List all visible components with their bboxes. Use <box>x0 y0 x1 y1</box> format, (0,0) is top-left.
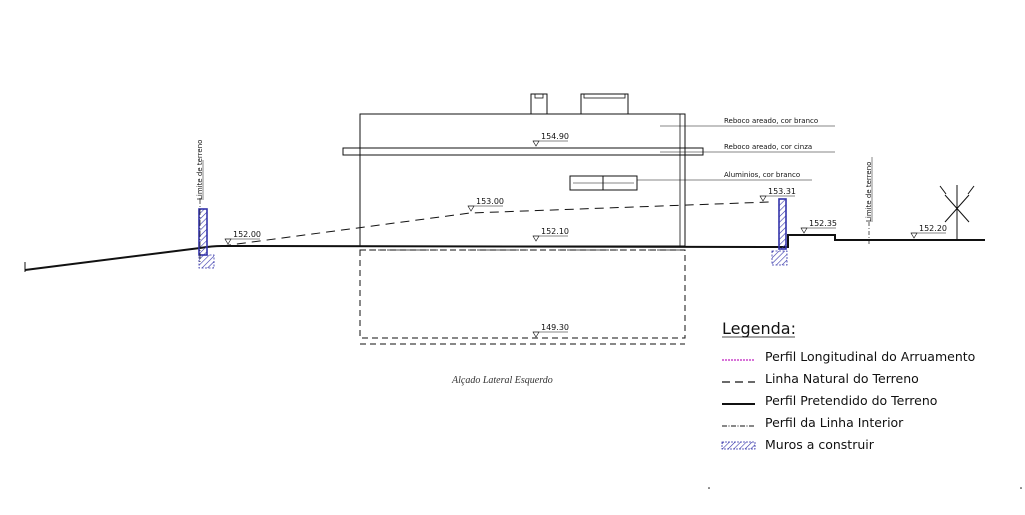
legend-title: Legenda: <box>722 319 796 338</box>
svg-text:149.30: 149.30 <box>541 323 569 332</box>
legend-item-walls: Muros a construir <box>721 437 875 452</box>
wall-left <box>198 208 215 269</box>
svg-text:Perfil Longitudinal do Arruame: Perfil Longitudinal do Arruamento <box>765 349 975 364</box>
finish-annotation-2: Reboco areado, cor cinza <box>660 143 835 153</box>
finish-annotation-1: Reboco areado, cor branco <box>660 117 835 127</box>
elevation-marker-152-20: 152.20 <box>910 224 947 239</box>
legend-item-natural-terrain: Linha Natural do Terreno <box>722 371 919 386</box>
building-outline <box>342 93 704 345</box>
legend-item-interior-line: Perfil da Linha Interior <box>722 415 904 430</box>
svg-text:152.20: 152.20 <box>919 224 947 233</box>
sheet-mark <box>1020 487 1022 489</box>
elevation-marker-152-00: 152.00 <box>224 230 261 245</box>
elevation-marker-152-10: 152.10 <box>532 227 569 242</box>
svg-text:154.90: 154.90 <box>541 132 569 141</box>
svg-text:Linha Natural do Terreno: Linha Natural do Terreno <box>765 371 919 386</box>
property-limit-left: Limite de terreno <box>196 140 204 262</box>
svg-text:153.00: 153.00 <box>476 197 504 206</box>
svg-text:Limite de terreno: Limite de terreno <box>196 140 204 200</box>
proposed-terrain-line <box>24 234 985 271</box>
natural-terrain-line <box>221 201 771 247</box>
svg-text:Reboco areado, cor cinza: Reboco areado, cor cinza <box>724 143 812 151</box>
svg-text:Aluminios, cor branco: Aluminios, cor branco <box>724 171 800 179</box>
elevation-marker-154-90: 154.90 <box>532 132 569 147</box>
legend-item-street-profile: Perfil Longitudinal do Arruamento <box>722 349 975 364</box>
drawing-caption: Alçado Lateral Esquerdo <box>451 375 553 386</box>
sheet-mark <box>708 487 710 489</box>
svg-text:Perfil Pretendido do Terreno: Perfil Pretendido do Terreno <box>765 393 937 408</box>
svg-text:Reboco areado, cor branco: Reboco areado, cor branco <box>724 117 818 125</box>
property-limit-right: Limite de terreno <box>865 157 873 245</box>
legend-item-proposed-terrain: Perfil Pretendido do Terreno <box>722 393 937 408</box>
svg-text:Muros a construir: Muros a construir <box>765 437 875 452</box>
svg-text:Limite de terreno: Limite de terreno <box>865 162 873 222</box>
elevation-marker-152-35: 152.35 <box>800 219 837 234</box>
svg-text:152.35: 152.35 <box>809 219 837 228</box>
wall-right <box>771 198 788 266</box>
elevation-marker-153-00: 153.00 <box>467 197 504 212</box>
elevation-marker-153-31: 153.31 <box>759 187 796 202</box>
svg-text:152.00: 152.00 <box>233 230 261 239</box>
svg-text:Perfil da Linha Interior: Perfil da Linha Interior <box>765 415 904 430</box>
svg-text:152.10: 152.10 <box>541 227 569 236</box>
elevation-marker-149-30: 149.30 <box>532 323 569 338</box>
survey-marker-icon <box>939 185 975 240</box>
finish-annotation-3: Aluminios, cor branco <box>637 171 812 181</box>
svg-text:153.31: 153.31 <box>768 187 796 196</box>
legend: Legenda: Perfil Longitudinal do Arruamen… <box>721 319 975 452</box>
